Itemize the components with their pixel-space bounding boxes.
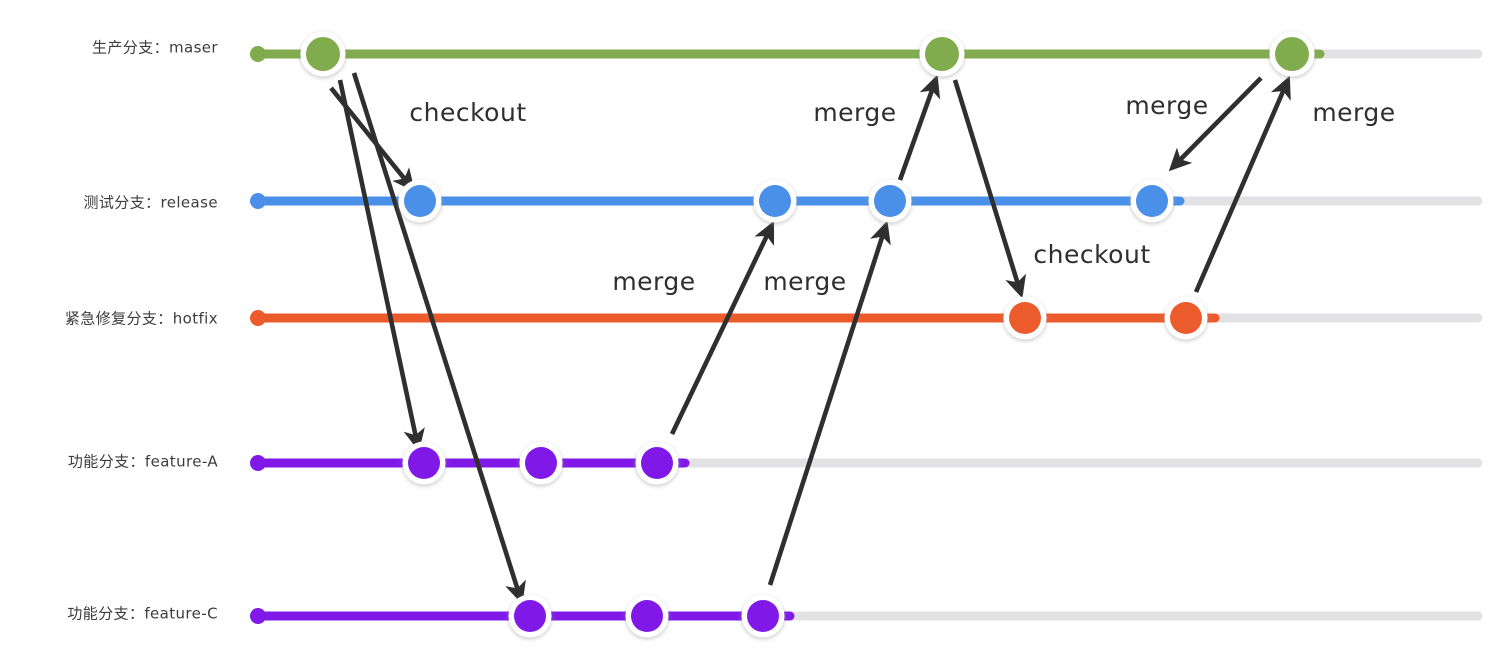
branch-start-dot-feature-a [250, 455, 266, 471]
commit-node-master-3[interactable] [1269, 31, 1315, 77]
commit-node-dot [306, 37, 340, 71]
action-label-merge-3: merge [813, 98, 896, 127]
commit-node-dot [925, 37, 959, 71]
commit-node-feature-a-3[interactable] [635, 441, 679, 485]
branch-start-dot-hotfix [250, 310, 266, 326]
commit-node-dot [1170, 302, 1202, 334]
branch-label-hotfix: 紧急修复分支：hotfix [65, 310, 218, 328]
commit-node-feature-a-2[interactable] [519, 441, 563, 485]
arrows-layer [329, 72, 1291, 605]
commit-node-release-2[interactable] [753, 179, 797, 223]
branch-labels-layer: 生产分支：maser 测试分支：release 紧急修复分支：hotfix 功能分支：… [65, 39, 219, 623]
arrow-checkout-master-to-hotfix [952, 79, 1027, 299]
action-label-checkout-2: checkout [1033, 240, 1150, 269]
arrow-merge-release-to-master [897, 74, 941, 181]
branch-lines-layer [250, 46, 1483, 624]
commit-node-dot [408, 447, 440, 479]
commit-node-dot [747, 600, 779, 632]
commit-node-feature-c-3[interactable] [741, 594, 785, 638]
commit-node-master-1[interactable] [300, 31, 346, 77]
commit-node-master-2[interactable] [919, 31, 965, 77]
commit-node-dot [641, 447, 673, 479]
commit-node-feature-c-2[interactable] [625, 594, 669, 638]
arrow-merge-feature-a-to-release [669, 220, 775, 435]
arrow-checkout-master-to-feature-c [351, 72, 526, 605]
branch-start-dot-master [250, 46, 266, 62]
action-labels-layer: checkout merge merge merge checkout merge merg… [409, 91, 1395, 296]
arrow-checkout-master-to-feature-a [337, 79, 425, 452]
commit-node-dot [1136, 185, 1168, 217]
action-label-merge-2: merge [763, 267, 846, 296]
branch-label-feature-a: 功能分支：feature-A [68, 453, 218, 471]
arrow-merge-master-to-release-2 [1168, 76, 1263, 172]
commit-nodes-layer [300, 31, 1315, 638]
commit-node-hotfix-1[interactable] [1003, 296, 1047, 340]
branch-label-feature-c: 功能分支：feature-C [67, 605, 218, 623]
commit-node-dot [1275, 37, 1309, 71]
branch-start-dot-release [250, 193, 266, 209]
commit-node-dot [514, 600, 546, 632]
commit-node-release-4[interactable] [1130, 179, 1174, 223]
commit-node-dot [631, 600, 663, 632]
commit-node-release-1[interactable] [398, 179, 442, 223]
arrow-merge-feature-c-to-release [767, 220, 891, 586]
commit-node-dot [759, 185, 791, 217]
commit-node-dot [1009, 302, 1041, 334]
arrow-merge-hotfix-to-master [1193, 75, 1291, 293]
commit-node-feature-a-1[interactable] [402, 441, 446, 485]
commit-node-dot [404, 185, 436, 217]
action-label-merge-4: merge [1125, 91, 1208, 120]
commit-node-dot [874, 185, 906, 217]
branch-label-master: 生产分支：maser [92, 39, 218, 57]
commit-node-release-3[interactable] [868, 179, 912, 223]
action-label-merge-1: merge [612, 267, 695, 296]
commit-node-hotfix-2[interactable] [1164, 296, 1208, 340]
action-label-merge-5: merge [1312, 98, 1395, 127]
branch-start-dot-feature-c [250, 608, 266, 624]
branch-label-release: 测试分支：release [84, 194, 219, 212]
commit-node-feature-c-1[interactable] [508, 594, 552, 638]
action-label-checkout-1: checkout [409, 98, 526, 127]
commit-node-dot [525, 447, 557, 479]
